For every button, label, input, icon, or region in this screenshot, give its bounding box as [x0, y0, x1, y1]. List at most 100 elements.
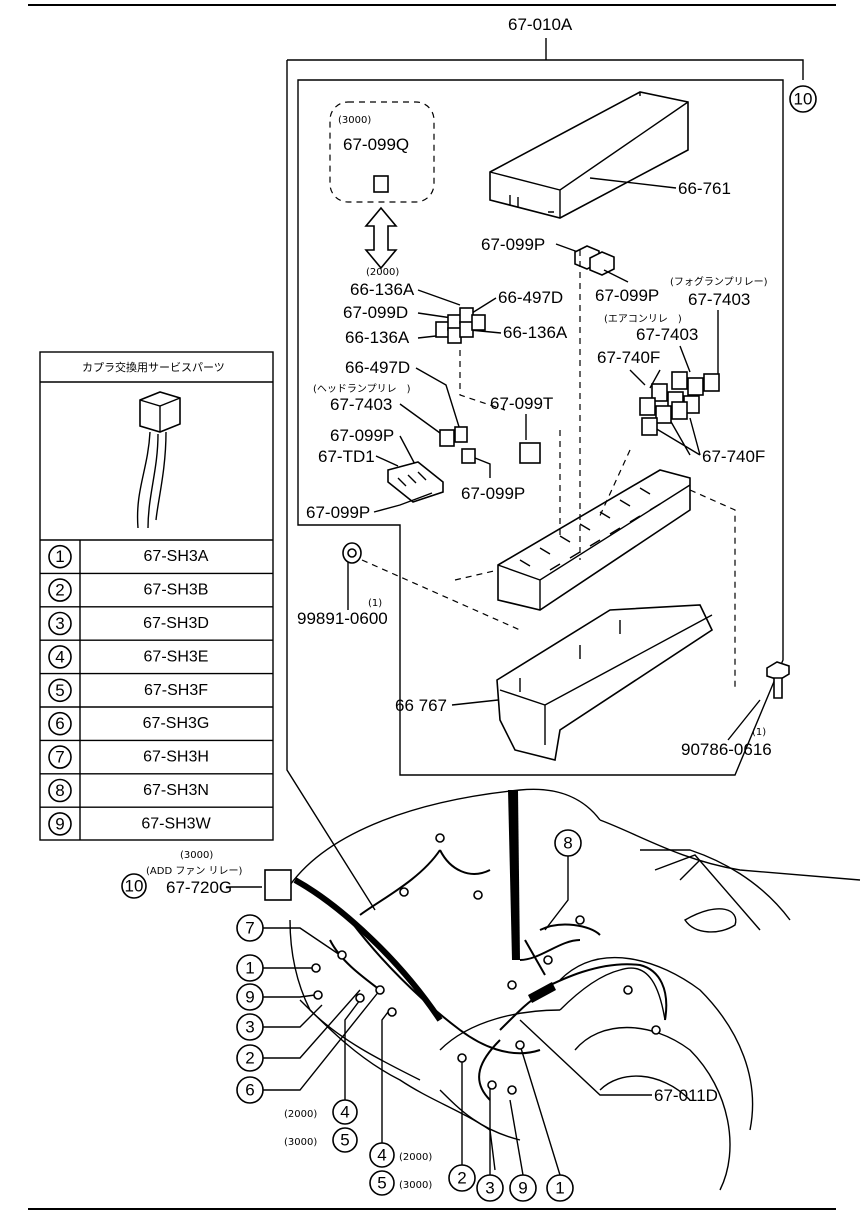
service-row-part[interactable]: 67-SH3A [144, 548, 209, 565]
fuse-740f-1-label[interactable]: 67-740F [597, 348, 660, 367]
assembly-bracket [286, 38, 804, 911]
opt-2000-b: (2000) [399, 1152, 432, 1163]
service-row-part[interactable]: 67-SH3D [143, 615, 209, 632]
fog-relay-note: (フォグランプリレー) [670, 275, 768, 288]
service-row-part[interactable]: 67-SH3F [144, 682, 208, 699]
option-2000-label: (2000) [366, 267, 399, 278]
relay-099p-mid-part [461, 448, 476, 464]
callout-5-a[interactable]: 5 [332, 1127, 358, 1153]
fuse-box-body [497, 469, 691, 611]
svg-text:10: 10 [794, 90, 813, 109]
svg-text:4: 4 [377, 1146, 386, 1165]
callout-3-bottom[interactable]: 3 [476, 1174, 504, 1202]
callout-5-b[interactable]: 5 [369, 1170, 395, 1196]
callout-1-bottom[interactable]: 1 [546, 1174, 574, 1202]
callout-4-b[interactable]: 4 [369, 1142, 395, 1168]
option-3000-box [329, 101, 435, 203]
relay-099p-top-label[interactable]: 67-099P [481, 235, 545, 254]
svg-text:6: 6 [245, 1081, 254, 1100]
fuse-740f-cluster [639, 371, 720, 436]
service-row-part[interactable]: 67-SH3G [143, 715, 210, 732]
callout-4-a[interactable]: 4 [332, 1099, 358, 1125]
callout-6[interactable]: 6 [236, 1076, 264, 1104]
svg-text:9: 9 [245, 988, 254, 1007]
service-row-number: 7 [55, 748, 64, 767]
vehicle-body [289, 788, 861, 1191]
fuse-740f-2-label[interactable]: 67-740F [702, 447, 765, 466]
bolt-label[interactable]: 90786-0616 [681, 740, 772, 759]
service-table-row: 6 67-SH3G [40, 706, 273, 736]
fan-relay-label[interactable]: 67-720G [166, 878, 232, 897]
relay-099q-label[interactable]: 67-099Q [343, 135, 409, 154]
cover-label[interactable]: 66-761 [678, 179, 731, 198]
service-table-row: 4 67-SH3E [40, 639, 273, 669]
service-row-part[interactable]: 67-SH3N [143, 782, 209, 799]
service-row-number: 4 [55, 647, 64, 666]
callout-3-left[interactable]: 3 [236, 1013, 264, 1041]
relay-099d-label[interactable]: 67-099D [343, 303, 408, 322]
service-row-number: 5 [55, 681, 64, 700]
callout-7[interactable]: 7 [236, 914, 264, 942]
fan-relay-part [264, 869, 292, 901]
ac-relay-label[interactable]: 67-7403 [636, 325, 698, 344]
box-lower-label[interactable]: 66 767 [395, 696, 447, 715]
fuse-136a-2-label[interactable]: 66-136A [345, 328, 410, 347]
fuse-136a-1-label[interactable]: 66-136A [350, 280, 415, 299]
fuse-136a-3-label[interactable]: 66-136A [503, 323, 568, 342]
service-table-row: 1 67-SH3A [48, 544, 209, 569]
service-row-part[interactable]: 67-SH3B [144, 582, 209, 599]
option-3000-label: (3000) [338, 115, 371, 126]
head-relay-part [439, 426, 468, 447]
opt-3000-a: (3000) [284, 1137, 317, 1148]
callout-9-left[interactable]: 9 [236, 983, 264, 1011]
harness-label[interactable]: 67-011D [654, 1086, 718, 1105]
cover-leader [589, 177, 677, 189]
service-row-number: 6 [55, 714, 64, 733]
fuse-497d-2-label[interactable]: 66-497D [345, 358, 410, 377]
relay-099p-left-label[interactable]: 67-099P [330, 426, 394, 445]
callout-10-fan[interactable]: 10 [121, 873, 147, 899]
relay-099q-part [373, 175, 389, 193]
callout-2-bottom[interactable]: 2 [448, 1164, 476, 1192]
relay-099t-label[interactable]: 67-099T [490, 394, 553, 413]
svg-text:3: 3 [485, 1179, 494, 1198]
wiring-harness [293, 790, 668, 1101]
svg-text:4: 4 [340, 1103, 349, 1122]
relay-099p-mid-label[interactable]: 67-099P [461, 484, 525, 503]
bolt-qty: (1) [752, 727, 766, 738]
svg-text:2: 2 [245, 1049, 254, 1068]
svg-text:10: 10 [125, 877, 144, 896]
grommet-label[interactable]: 99891-0600 [297, 609, 388, 628]
relay-099p-bottom-label[interactable]: 67-099P [306, 503, 370, 522]
callout-8[interactable]: 8 [554, 829, 582, 857]
callout-2-left[interactable]: 2 [236, 1044, 264, 1072]
fuse-497d-1-label[interactable]: 66-497D [498, 288, 563, 307]
main-assembly-label[interactable]: 67-010A [508, 15, 573, 34]
relay-099t-part [519, 442, 541, 464]
svg-text:1: 1 [245, 959, 254, 978]
opt-3000-b: (3000) [399, 1180, 432, 1191]
relay-099p-right-label[interactable]: 67-099P [595, 286, 659, 305]
relay-td1-label[interactable]: 67-TD1 [318, 447, 375, 466]
svg-text:1: 1 [555, 1179, 564, 1198]
service-row-part[interactable]: 67-SH3H [143, 749, 209, 766]
svg-text:9: 9 [518, 1179, 527, 1198]
service-row-number: 1 [55, 547, 64, 566]
callout-10-top[interactable]: 10 [789, 85, 817, 113]
service-row-part[interactable]: 67-SH3E [144, 648, 209, 665]
head-relay-label[interactable]: 67-7403 [330, 395, 392, 414]
callout-9-bottom[interactable]: 9 [509, 1174, 537, 1202]
svg-text:7: 7 [245, 919, 254, 938]
fan-note: (ADD ファン リレー) [146, 866, 242, 877]
relay-td1-part [387, 461, 444, 503]
fog-relay-label[interactable]: 67-7403 [688, 290, 750, 309]
grommet-qty: (1) [368, 598, 382, 609]
service-row-part[interactable]: 67-SH3W [141, 815, 211, 832]
callout-1-left[interactable]: 1 [236, 954, 264, 982]
svg-text:3: 3 [245, 1018, 254, 1037]
